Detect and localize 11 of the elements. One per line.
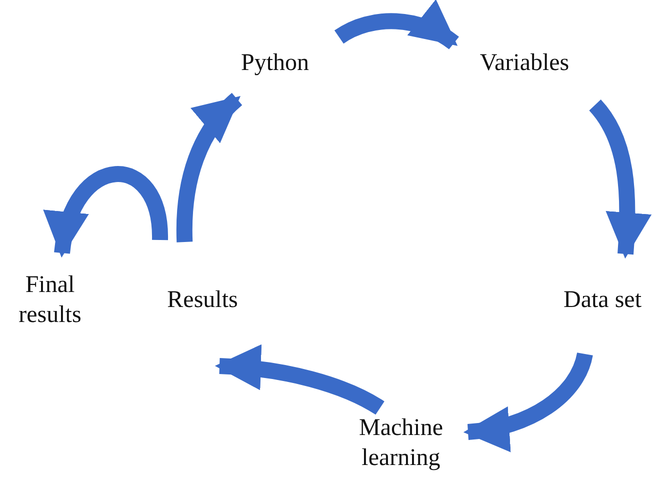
curved-arrow xyxy=(588,100,652,259)
curved-arrow xyxy=(463,352,593,451)
node-label: Python xyxy=(240,49,309,78)
node-label: Variables xyxy=(480,49,570,78)
node-label: Final results xyxy=(18,271,82,330)
node-label: Data set xyxy=(564,286,642,315)
curved-arrow xyxy=(214,345,384,415)
node-label: Results xyxy=(167,286,238,315)
curved-arrow xyxy=(46,166,168,258)
node-label: Machine learning xyxy=(358,414,444,473)
curved-arrow xyxy=(176,93,242,242)
